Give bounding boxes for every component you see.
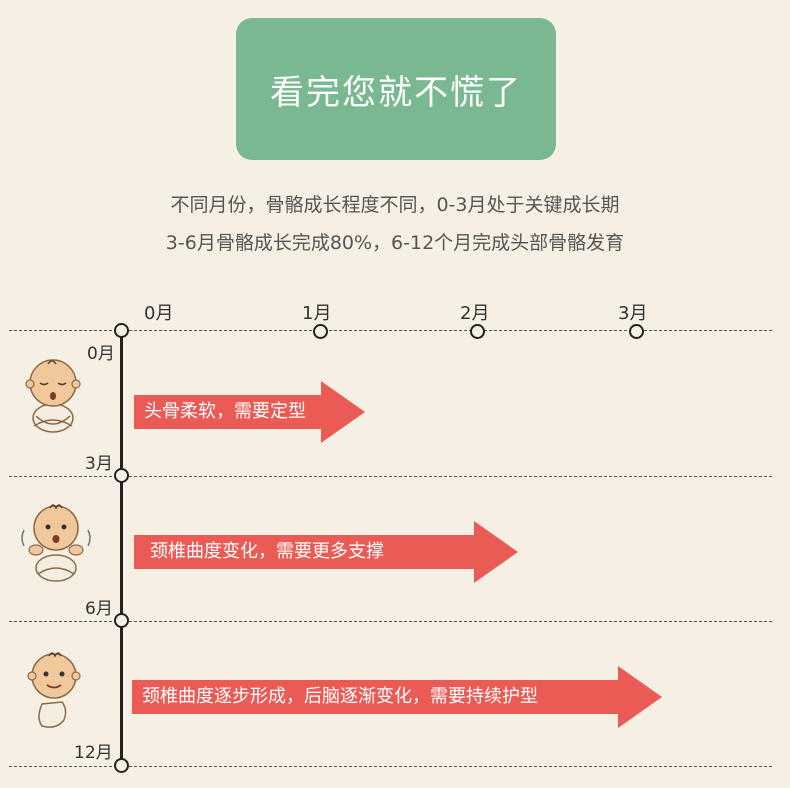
arrow-head-icon bbox=[618, 666, 662, 728]
timeline-node bbox=[114, 758, 129, 773]
scale-label-1: 1月 bbox=[302, 299, 331, 325]
side-label-0: 0月 bbox=[87, 339, 115, 364]
timeline-axis bbox=[120, 330, 123, 766]
side-label-3: 3月 bbox=[85, 449, 113, 474]
sleeping-baby-icon bbox=[22, 356, 84, 438]
scale-label-3: 3月 bbox=[618, 299, 647, 325]
sitting-baby-icon bbox=[22, 648, 86, 730]
arrow-head-icon bbox=[474, 521, 518, 583]
scale-node bbox=[470, 324, 485, 339]
waving-baby-icon bbox=[18, 500, 94, 586]
stage-arrow-1: 头骨柔软，需要定型 bbox=[134, 381, 365, 443]
stage-text-2: 颈椎曲度变化，需要更多支撑 bbox=[134, 535, 474, 569]
timeline-node bbox=[114, 468, 129, 483]
scale-label-0: 0月 bbox=[144, 299, 173, 325]
title-banner: 看完您就不慌了 bbox=[236, 18, 556, 160]
stage-arrow-3: 颈椎曲度逐步形成，后脑逐渐变化，需要持续护型 bbox=[132, 666, 662, 728]
stage-arrow-2: 颈椎曲度变化，需要更多支撑 bbox=[134, 521, 518, 583]
stage-text-3: 颈椎曲度逐步形成，后脑逐渐变化，需要持续护型 bbox=[132, 680, 618, 714]
side-label-12: 12月 bbox=[74, 738, 113, 763]
scale-node bbox=[629, 324, 644, 339]
stage-text-1: 头骨柔软，需要定型 bbox=[134, 395, 321, 429]
arrow-head-icon bbox=[321, 381, 365, 443]
timeline-node bbox=[114, 323, 129, 338]
scale-node bbox=[313, 324, 328, 339]
page-title: 看完您就不慌了 bbox=[270, 65, 522, 114]
side-label-6: 6月 bbox=[85, 594, 113, 619]
scale-label-2: 2月 bbox=[460, 299, 489, 325]
subtitle-line-2: 3-6月骨骼成长完成80%，6-12个月完成头部骨骼发育 bbox=[0, 228, 790, 255]
timeline-node bbox=[114, 613, 129, 628]
subtitle-line-1: 不同月份，骨骼成长程度不同，0-3月处于关键成长期 bbox=[0, 190, 790, 217]
